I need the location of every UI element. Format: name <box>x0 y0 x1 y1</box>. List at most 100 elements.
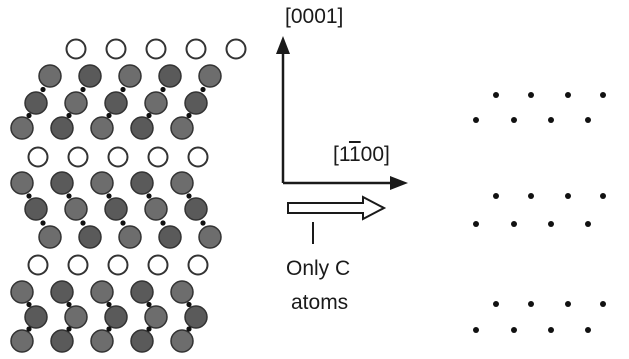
carbon-dot <box>565 301 571 307</box>
bond-dot <box>26 112 32 119</box>
bond-dot <box>40 86 46 93</box>
bond-dot <box>186 326 192 332</box>
dark-atom <box>24 305 48 329</box>
dark-atom <box>184 91 208 115</box>
carbon-dot <box>548 221 554 227</box>
dark-atom <box>184 197 208 221</box>
carbon-dot <box>548 327 554 333</box>
vertical-axis-label: [0001] <box>285 5 344 28</box>
dark-atom <box>90 116 114 140</box>
bond-dot <box>160 220 166 226</box>
dark-atom <box>90 329 114 353</box>
carbon-dot <box>565 92 571 98</box>
carbon-dot <box>600 193 606 199</box>
carbon-dot <box>473 117 479 123</box>
dark-atom <box>10 280 34 304</box>
dark-atom <box>10 329 34 353</box>
dark-atom <box>104 305 128 329</box>
dark-atom <box>170 280 194 304</box>
open-atom <box>105 38 127 60</box>
carbon-dot <box>565 193 571 199</box>
open-atom <box>145 38 167 60</box>
horizontal-axis-arrowhead <box>390 176 408 190</box>
bond-dot <box>186 301 192 308</box>
dark-atom <box>130 116 154 140</box>
dark-atom <box>158 225 182 249</box>
dark-atom <box>78 225 102 249</box>
open-atom <box>27 146 49 168</box>
carbon-dot <box>600 92 606 98</box>
carbon-dot <box>600 301 606 307</box>
dark-atom <box>38 225 62 249</box>
dark-atom <box>104 197 128 221</box>
dark-atom <box>130 171 154 195</box>
dark-atom <box>10 171 34 195</box>
vertical-axis-arrowhead <box>276 36 290 54</box>
dark-atom <box>64 91 88 115</box>
bond-dot <box>146 193 152 199</box>
dark-atom <box>130 329 154 353</box>
bond-dot <box>200 86 206 93</box>
open-atom <box>187 146 209 168</box>
dark-atom <box>118 225 142 249</box>
bond-dot <box>80 220 86 226</box>
open-atom <box>187 254 209 276</box>
bond-dot <box>106 326 112 332</box>
open-atom <box>107 146 129 168</box>
dark-atom <box>24 197 48 221</box>
bond-dot <box>66 301 72 308</box>
dark-atom <box>50 329 74 353</box>
carbon-dot <box>528 193 534 199</box>
carbon-dot <box>528 301 534 307</box>
hollow-arrow-icon <box>287 195 387 221</box>
carbon-dot <box>528 92 534 98</box>
crystal-axes <box>276 36 408 190</box>
dark-atom <box>158 64 182 88</box>
transform-arrow <box>287 195 387 244</box>
bond-dot <box>106 301 112 308</box>
bond-dot <box>80 86 86 93</box>
open-atom <box>107 254 129 276</box>
bond-dot <box>186 112 192 119</box>
atoms-label: atoms <box>291 291 349 314</box>
dark-atom <box>78 64 102 88</box>
carbon-dot <box>585 117 591 123</box>
bond-dot <box>200 220 206 226</box>
dark-atom <box>198 225 222 249</box>
dark-atom <box>144 197 168 221</box>
carbon-dot <box>585 221 591 227</box>
dark-atom <box>198 64 222 88</box>
open-atom <box>225 38 247 60</box>
carbon-dot <box>473 221 479 227</box>
bond-dot <box>40 220 46 226</box>
dark-atom <box>130 280 154 304</box>
dark-atom <box>144 91 168 115</box>
carbon-only-lattice <box>473 92 606 333</box>
bond-dot <box>106 112 112 119</box>
atomic-lattice <box>10 38 247 353</box>
dark-atom <box>10 116 34 140</box>
dark-atom <box>170 329 194 353</box>
carbon-dot <box>511 117 517 123</box>
carbon-dot <box>493 301 499 307</box>
bond-dot <box>26 193 32 199</box>
carbon-dot <box>585 327 591 333</box>
dark-atom <box>50 280 74 304</box>
open-atom <box>67 146 89 168</box>
carbon-dot <box>511 327 517 333</box>
dark-atom <box>50 116 74 140</box>
dark-atom <box>90 280 114 304</box>
open-atom <box>185 38 207 60</box>
bond-dot <box>66 326 72 332</box>
dark-atom <box>104 91 128 115</box>
bond-dot <box>146 112 152 119</box>
bond-dot <box>146 326 152 332</box>
bond-dot <box>106 193 112 199</box>
bond-dot <box>160 86 166 93</box>
dark-atom <box>184 305 208 329</box>
dark-atom <box>118 64 142 88</box>
bond-dot <box>120 220 126 226</box>
bond-dot <box>26 301 32 308</box>
dark-atom <box>64 305 88 329</box>
